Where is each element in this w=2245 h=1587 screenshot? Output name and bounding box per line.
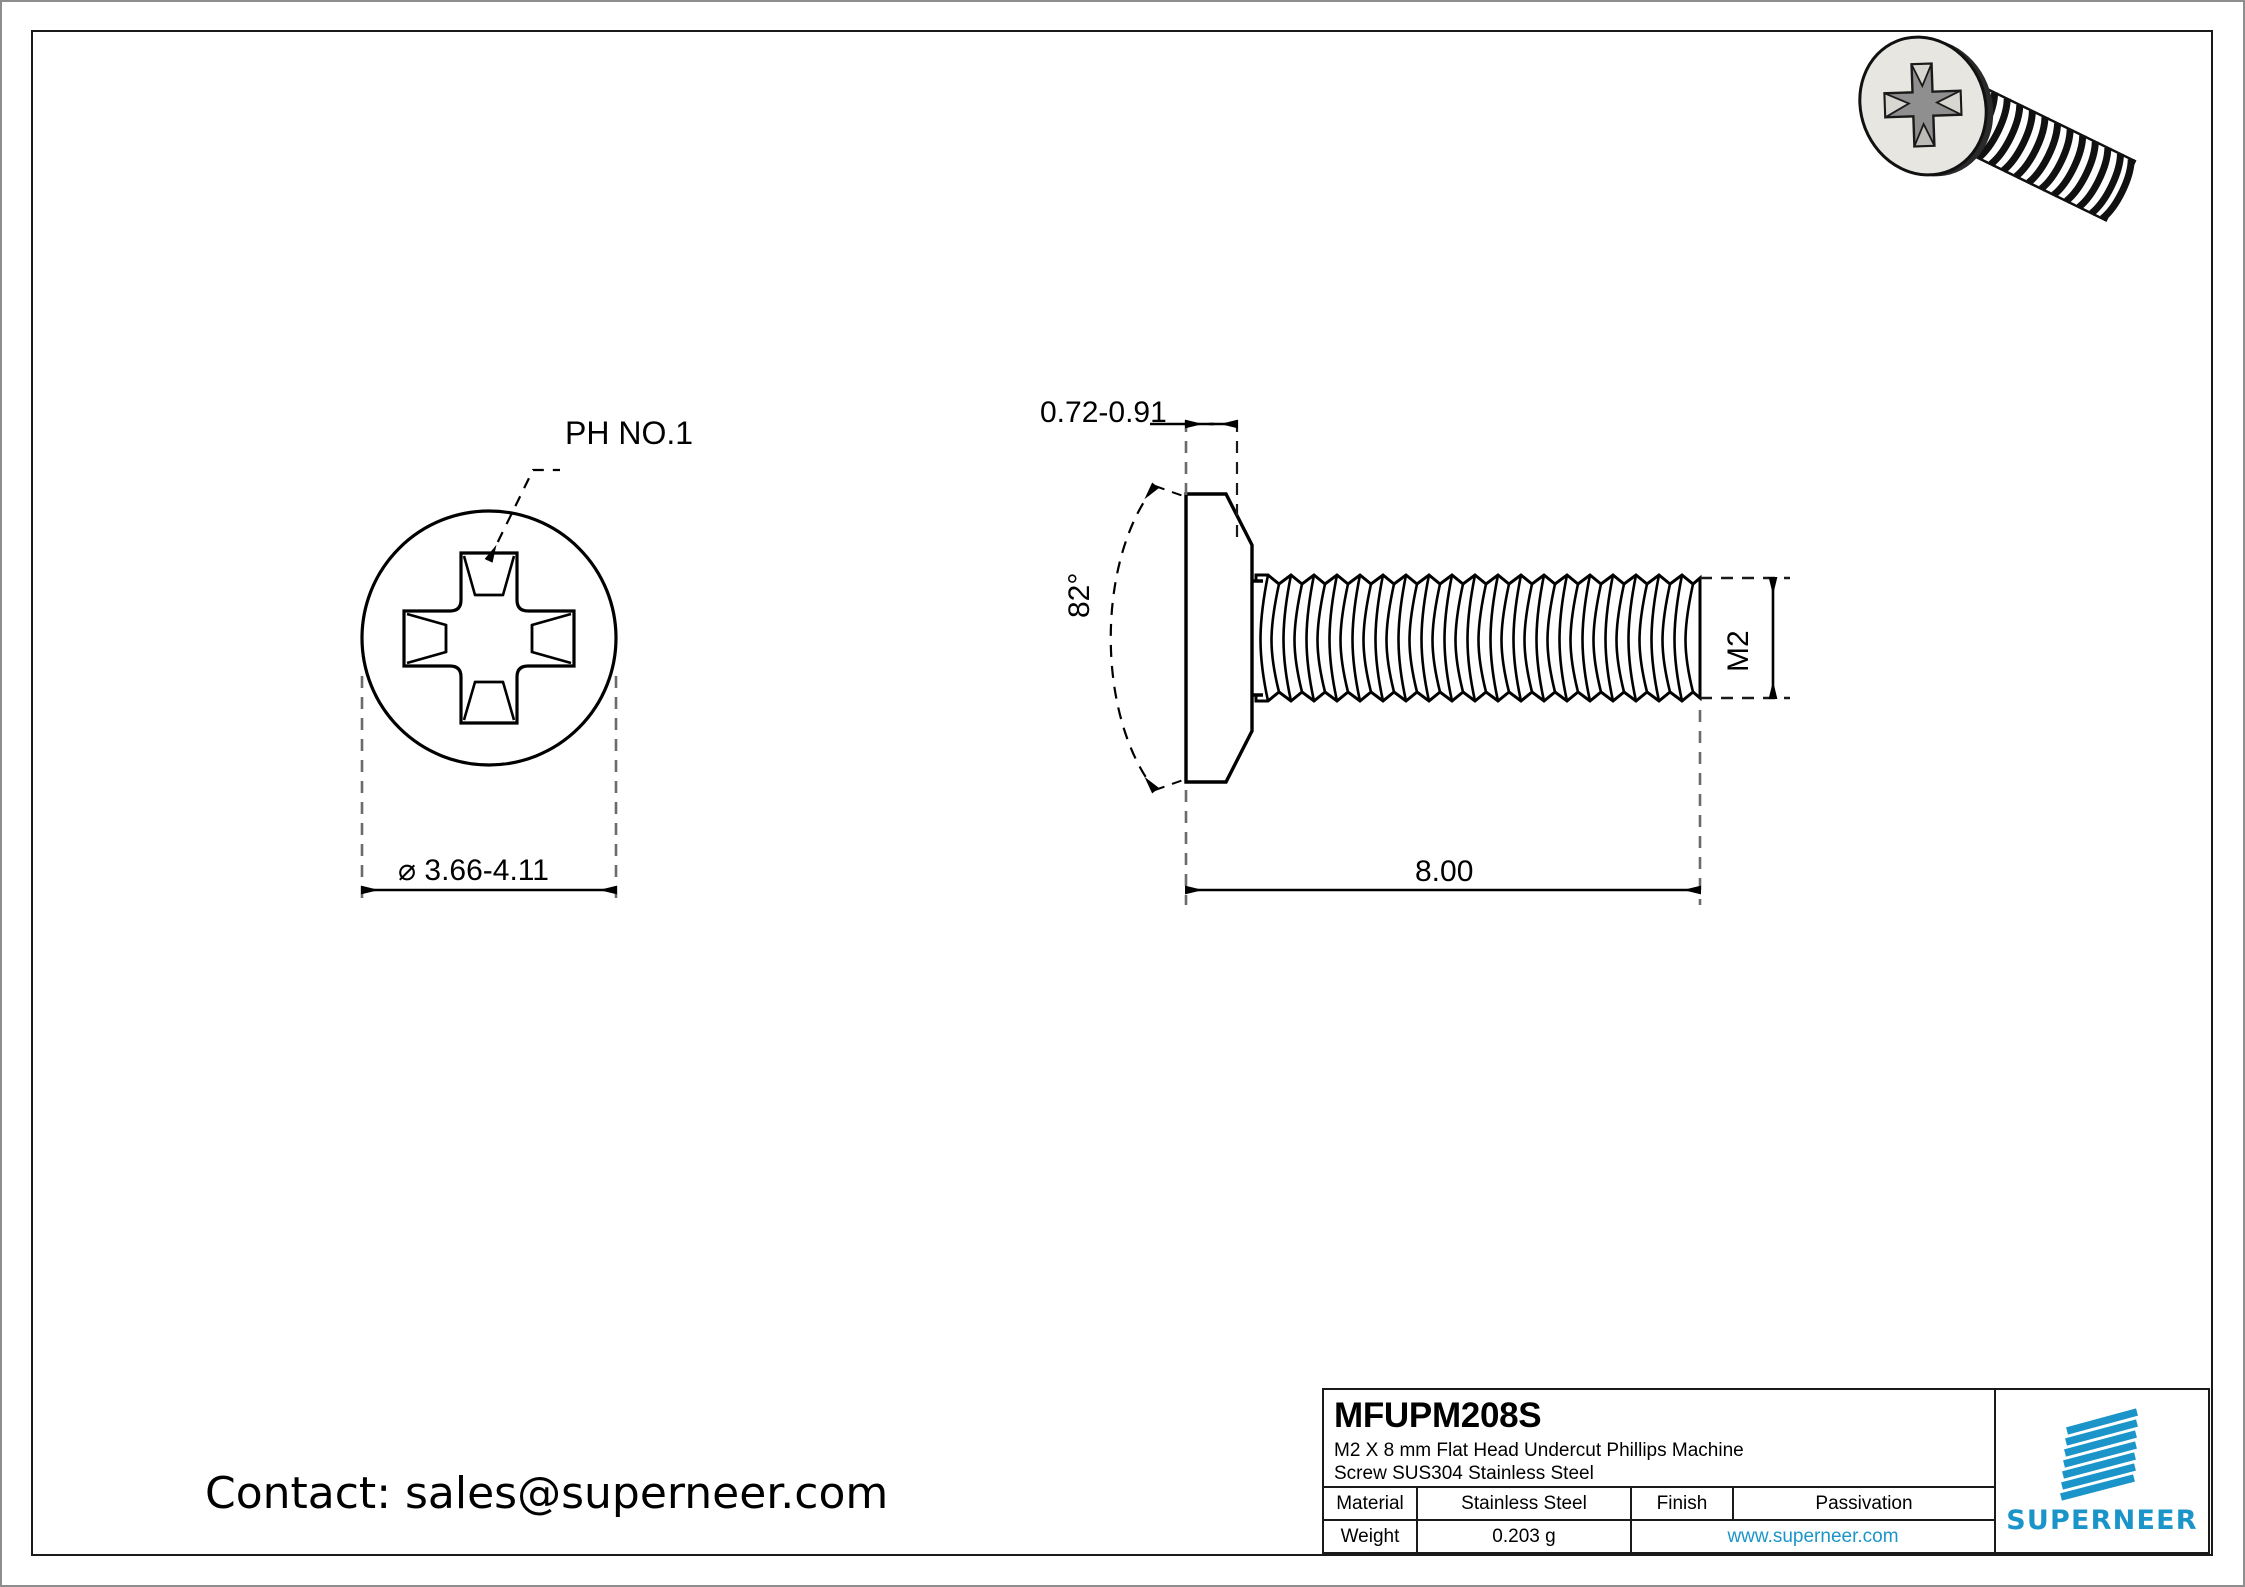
company-name: SUPERNEER xyxy=(2006,1504,2198,1536)
finish-label: Finish xyxy=(1632,1488,1734,1519)
material-row: Material Stainless Steel Finish Passivat… xyxy=(1324,1488,1994,1521)
website-link[interactable]: www.superneer.com xyxy=(1727,1525,1899,1547)
part-description: M2 X 8 mm Flat Head Undercut Phillips Ma… xyxy=(1334,1440,1744,1484)
title-block-main: MFUPM208S M2 X 8 mm Flat Head Undercut P… xyxy=(1324,1390,1996,1552)
material-label: Material xyxy=(1324,1488,1418,1519)
thread-size-label: M2 xyxy=(1722,630,1755,672)
title-block-description-area: MFUPM208S M2 X 8 mm Flat Head Undercut P… xyxy=(1324,1390,1994,1488)
weight-value: 0.203 g xyxy=(1418,1521,1632,1552)
weight-label: Weight xyxy=(1324,1521,1418,1552)
company-logo: SUPERNEER xyxy=(1996,1390,2208,1552)
title-block: MFUPM208S M2 X 8 mm Flat Head Undercut P… xyxy=(1322,1388,2210,1554)
weight-row: Weight 0.203 g www.superneer.com xyxy=(1324,1521,1994,1552)
superneer-logo-icon xyxy=(2060,1407,2138,1501)
length-label: 8.00 xyxy=(1415,855,1474,888)
finish-value: Passivation xyxy=(1815,1492,1913,1514)
head-height-label: 0.72-0.91 xyxy=(1040,396,1167,429)
screw-3d-render xyxy=(1858,35,2137,222)
drive-callout-label: PH NO.1 xyxy=(565,415,694,451)
head-diameter-label: ⌀ 3.66-4.11 xyxy=(398,854,549,887)
contact-text: Contact: sales@superneer.com xyxy=(205,1468,889,1519)
material-value: Stainless Steel xyxy=(1418,1488,1632,1519)
drawing-border xyxy=(31,30,2213,1556)
part-number: MFUPM208S xyxy=(1334,1396,1542,1435)
countersink-angle-label: 82° xyxy=(1063,572,1096,618)
